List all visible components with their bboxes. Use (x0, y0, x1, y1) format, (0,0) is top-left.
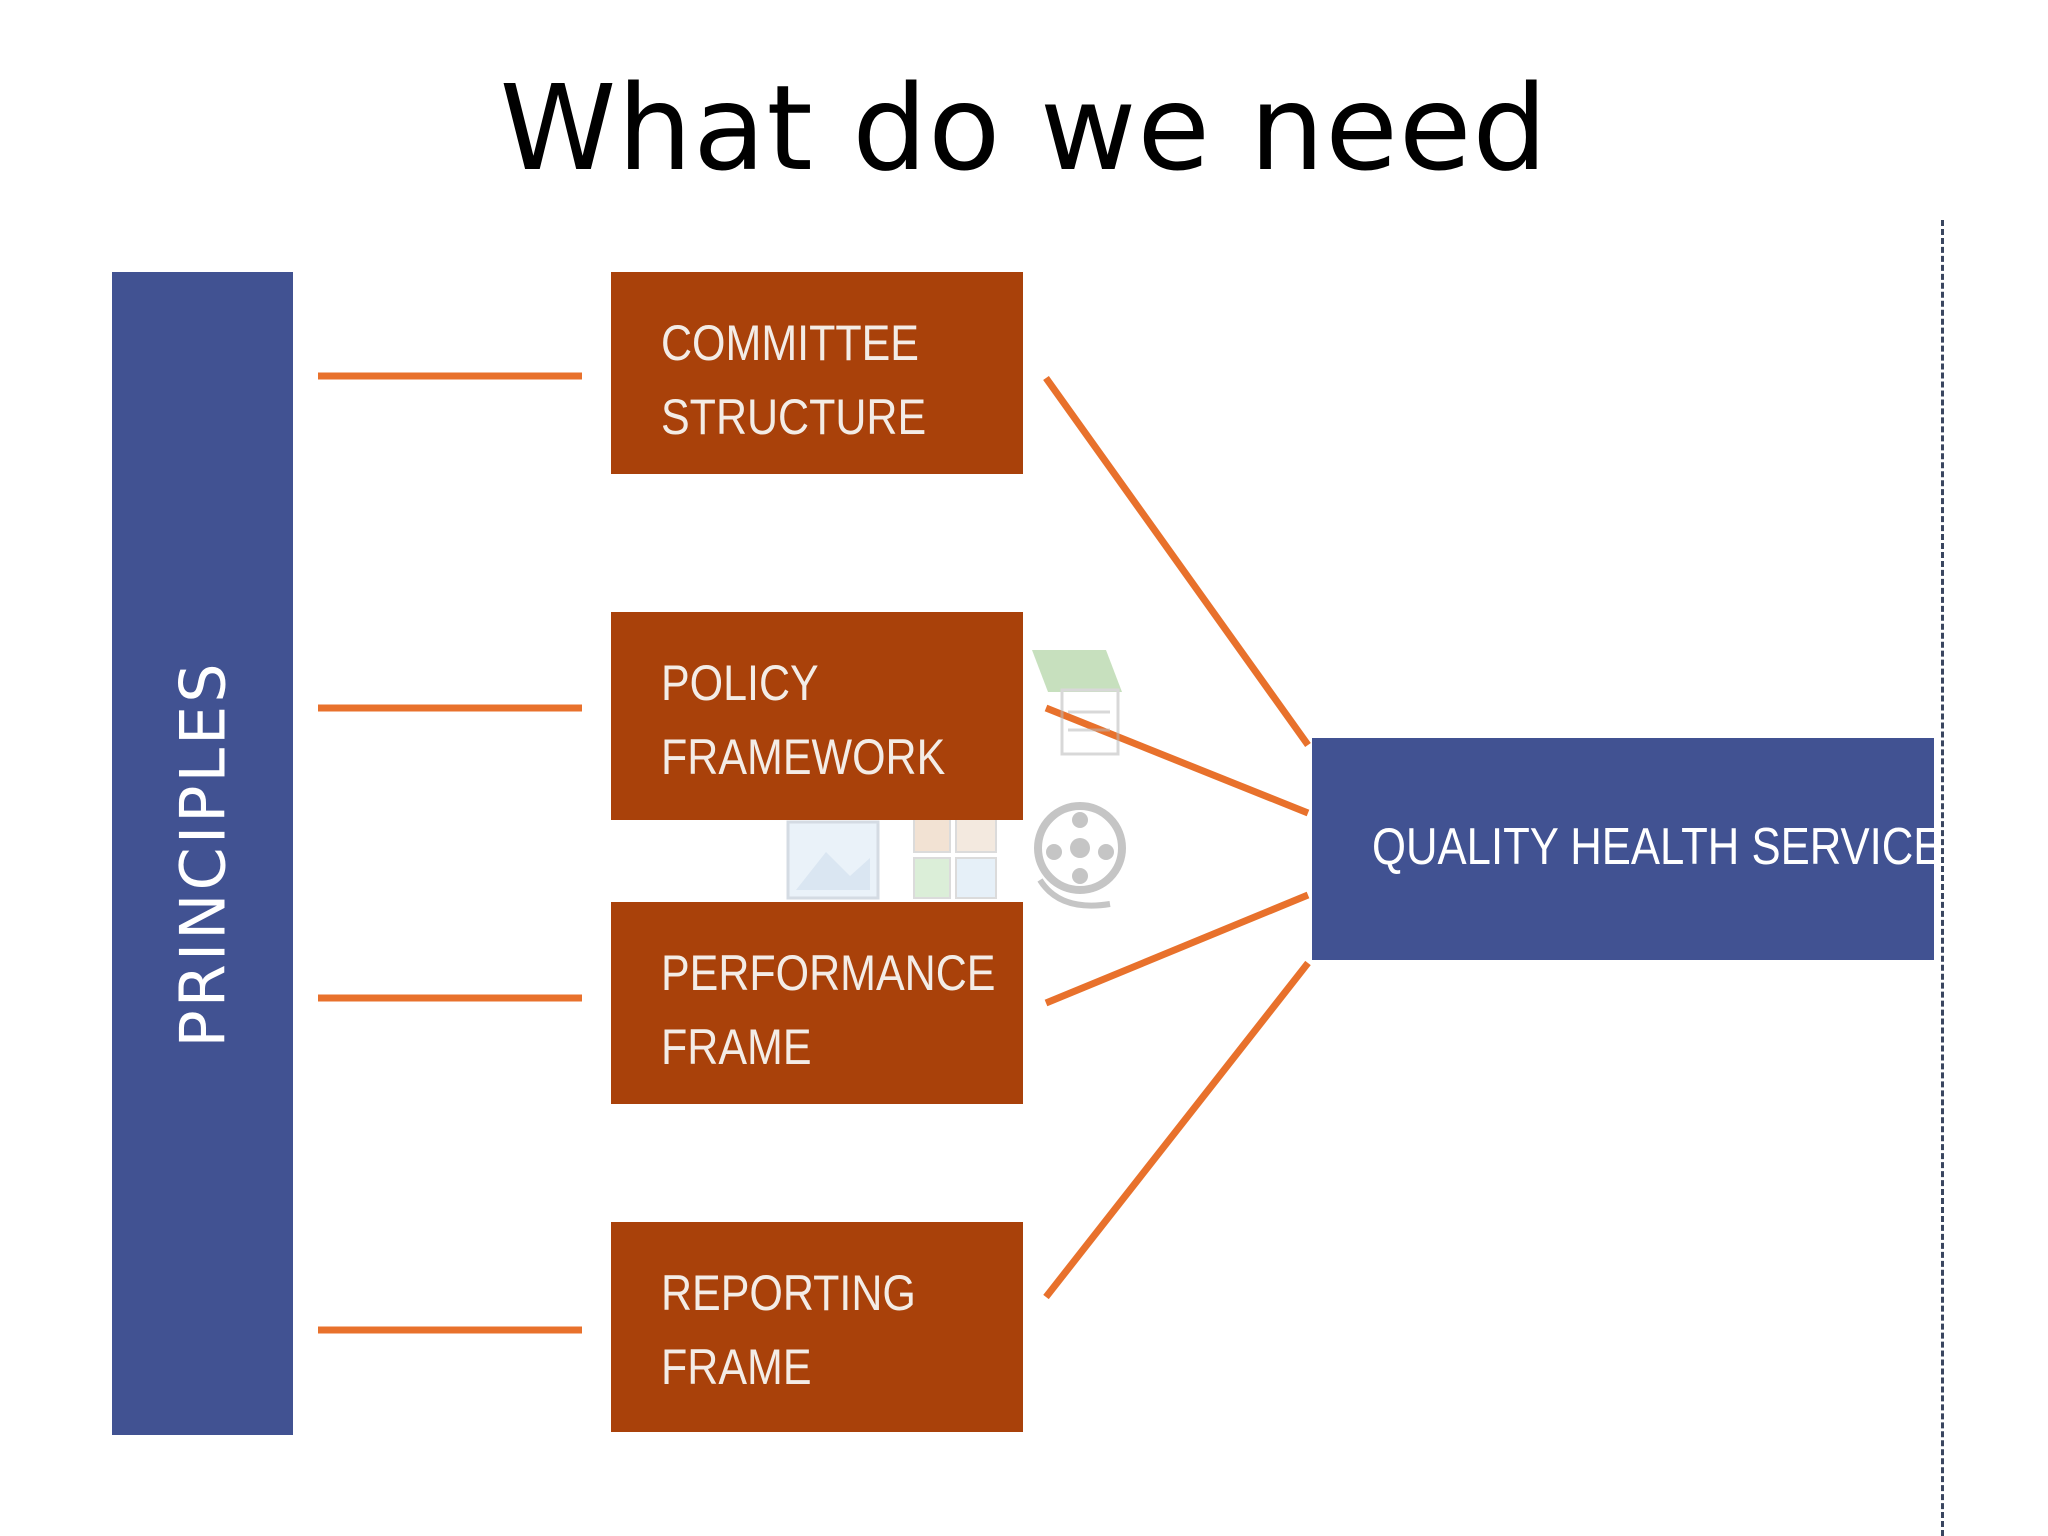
placeholder-picture-icon (786, 820, 880, 900)
placeholder-media-icon (1034, 802, 1126, 909)
component-label-line1: COMMITTEE (661, 315, 919, 371)
placeholder-clipart-icon (913, 817, 997, 899)
component-box-committee-structure: COMMITTEE STRUCTURE (611, 272, 1023, 474)
outcome-box-quality-health-service: QUALITY HEALTH SERVICE (1312, 738, 1942, 960)
component-label-line2: FRAMEWORK (661, 729, 946, 785)
outcome-label: QUALITY HEALTH SERVICE (1372, 818, 1943, 876)
connector-reporting-outcome (1043, 960, 1311, 1300)
component-label-line1: POLICY (661, 655, 819, 711)
principles-box: PRINCIPLES (112, 272, 293, 1435)
placeholder-table-icon (1032, 650, 1122, 756)
dashed-divider (1941, 220, 1944, 1536)
component-box-performance-frame: PERFORMANCE FRAME (611, 902, 1023, 1104)
component-label-line1: PERFORMANCE (661, 945, 996, 1001)
connector-committee-outcome (1043, 375, 1311, 748)
component-box-policy-framework: POLICY FRAMEWORK (611, 612, 1023, 820)
component-label-line1: REPORTING (661, 1265, 916, 1321)
connector-policy-outcome (1044, 704, 1310, 817)
connector-performance-outcome (1044, 891, 1310, 1007)
component-label-line2: FRAME (661, 1019, 812, 1075)
component-label-line2: FRAME (661, 1339, 812, 1395)
component-label-line2: STRUCTURE (661, 389, 927, 445)
component-box-reporting-frame: REPORTING FRAME (611, 1222, 1023, 1432)
principles-label: PRINCIPLES (166, 659, 239, 1048)
slide-title: What do we need (499, 59, 1549, 197)
